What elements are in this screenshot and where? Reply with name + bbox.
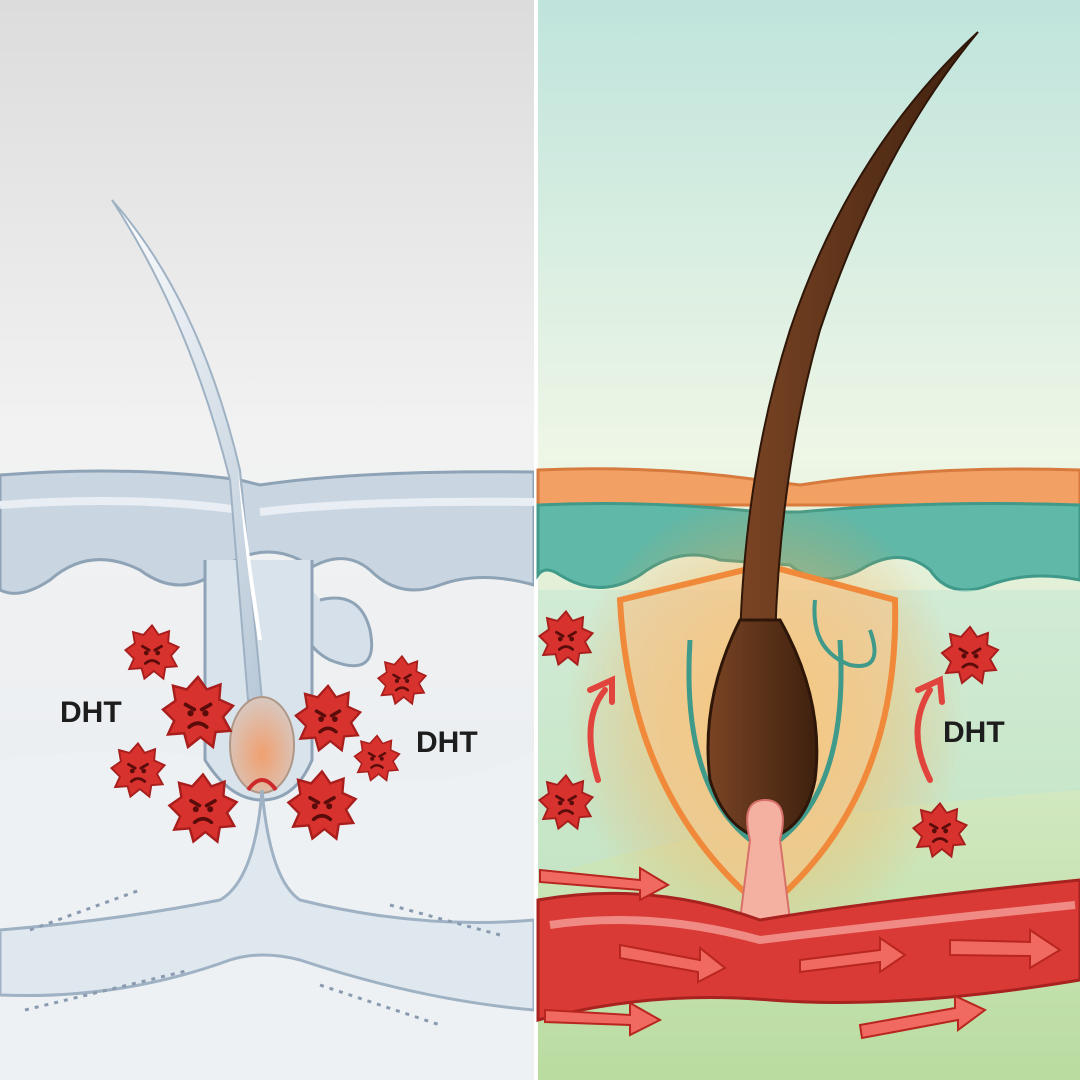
flow-arrow-icon [539,866,671,902]
dht-label: DHT [60,696,122,729]
flow-arrow-icon [544,1001,663,1037]
flow-arrow-icon [949,928,1062,970]
dht-label: DHT [943,716,1005,749]
right-epidermis [536,467,1080,507]
panel-divider [534,0,538,1080]
dht-label: DHT [416,726,478,759]
right-sebaceous-gland [812,599,877,668]
left-skin-highlight [0,497,535,516]
flow-arrow-icon [799,936,907,974]
flow-arrow-icon [619,943,727,984]
dht-repel-arrow-icon [914,675,945,783]
vessel-highlight [549,901,1076,945]
left-papilla [246,778,278,792]
flow-arrow-icon [858,994,987,1040]
left-panel: DHT DHT [0,0,536,1080]
right-papilla [738,798,792,921]
right-panel: DHT [536,0,1080,1080]
blood-flow-arrows [539,866,1062,1040]
dht-repel-arrow-icon [587,675,615,783]
